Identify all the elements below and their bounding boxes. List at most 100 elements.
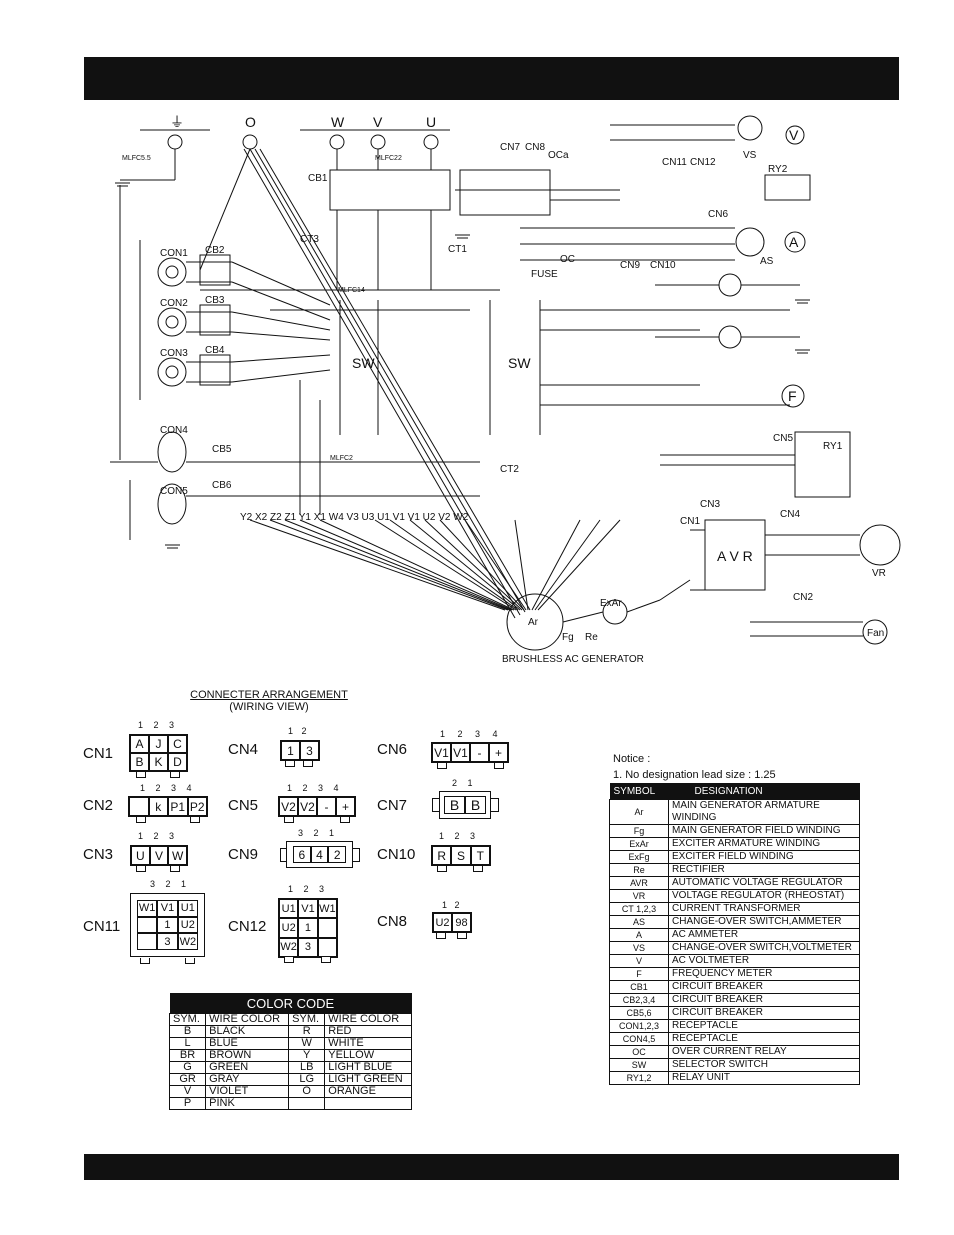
cn12-label: CN12: [690, 157, 716, 168]
color-sym: P: [168, 1097, 207, 1110]
cn12-cell: W1: [317, 899, 337, 919]
oc-label: OCa: [548, 150, 569, 161]
legend-designation: CIRCUIT BREAKER: [668, 1006, 860, 1020]
color-sym: V: [168, 1085, 207, 1098]
mlfc14-label: MLFC14: [338, 287, 365, 294]
legend-symbol: V: [609, 954, 669, 968]
legend-designation: CHANGE-OVER SWITCH,AMMETER: [668, 915, 860, 929]
cn6-cell: V1: [432, 743, 451, 762]
ry2-label: RY2: [768, 164, 788, 175]
fan-label: Fan: [867, 628, 884, 639]
cn11-cell: U1: [177, 900, 198, 917]
sw-left-label: SW: [352, 355, 375, 371]
color-name: GRAY: [205, 1073, 290, 1086]
color-sym: B: [168, 1025, 207, 1038]
cn11-cell: 3: [157, 933, 178, 950]
frequency-meter-label: F: [788, 388, 797, 404]
ct2-label: CT2: [500, 464, 519, 475]
cn4-tab: [303, 761, 313, 767]
cb1-label: CB1: [308, 173, 328, 184]
cn1-cell: C: [168, 735, 187, 753]
color-sym: [288, 1097, 326, 1110]
terminal-u-label: U: [426, 114, 436, 130]
table-row: BR BROWN Y YELLOW: [168, 1049, 412, 1062]
legend-symbol: AVR: [609, 876, 669, 890]
cn12-cell: W2: [279, 937, 299, 957]
cn3-cell: W: [168, 846, 187, 865]
legend-designation: RECTIFIER: [668, 863, 860, 877]
cb6-label: CB6: [212, 480, 232, 491]
cn10-cell: R: [432, 846, 452, 865]
legend-designation: SELECTOR SWITCH: [668, 1058, 860, 1072]
cn2-name: CN2: [83, 797, 114, 814]
legend-symbol: CON4,5: [609, 1032, 669, 1046]
cn10-tab: [437, 866, 447, 872]
color-sym: W: [288, 1037, 326, 1050]
table-row: GR GRAY LG LIGHT GREEN: [168, 1073, 412, 1086]
cn12-cell: 1: [298, 918, 318, 938]
table-row: P PINK: [168, 1097, 412, 1110]
cn10-label: CN10: [650, 260, 676, 271]
legend-designation: CHANGE-OVER SWITCH,VOLTMETER: [668, 941, 860, 955]
cn11-cell: 1: [157, 916, 178, 934]
legend-symbol: RY1,2: [609, 1071, 669, 1085]
exar-label: ExAr: [600, 598, 622, 609]
cn1-cell: K: [149, 753, 168, 771]
terminal-v-label: V: [373, 114, 383, 130]
legend-symbol: CON1,2,3: [609, 1019, 669, 1033]
cn1-connector: A J C B K D: [129, 734, 188, 772]
cn11-name: CN11: [83, 918, 121, 935]
cn1-tab: [136, 772, 146, 778]
connector-subtitle: (WIRING VIEW): [229, 701, 309, 713]
legend-designation: EXCITER FIELD WINDING: [668, 850, 860, 864]
cn5-cell: V2: [298, 797, 317, 816]
cn2-cell: P1: [168, 797, 188, 816]
color-name: BLUE: [205, 1037, 290, 1050]
con1-label: CON1: [160, 248, 188, 259]
cn6-cell: +: [489, 743, 508, 762]
color-name: YELLOW: [324, 1049, 412, 1062]
legend-header-designation: DESIGNATION: [668, 783, 860, 800]
cn3-pins: 1 2 3: [138, 831, 175, 841]
legend-header-symbol: SYMBOL: [609, 783, 669, 800]
cn5-name: CN5: [228, 797, 259, 814]
table-row: V VIOLET O ORANGE: [168, 1085, 412, 1098]
cn9-side-tab: [353, 848, 360, 862]
bottom-wire-labels: Y2 X2 Z2 Z1 Y1 X1 W4 V3 U3 U1 V1 V1 U2 V…: [240, 512, 469, 523]
legend-designation: AC VOLTMETER: [668, 954, 860, 968]
cn11-cell: U2: [177, 916, 198, 934]
dc-label: OC: [560, 254, 575, 265]
color-sym: R: [288, 1025, 326, 1038]
legend-symbol: AS: [609, 915, 669, 929]
color-name: WHITE: [324, 1037, 412, 1050]
cn4-connector: 1 3: [280, 740, 320, 761]
terminal-w-label: W: [331, 114, 345, 130]
cn7-side-tab: [491, 798, 499, 812]
color-sym: BR: [168, 1049, 207, 1062]
cn2-tab: [190, 817, 200, 823]
legend-designation: RECEPTACLE: [668, 1019, 860, 1033]
header-bar: [84, 57, 899, 100]
sw-right-label: SW: [508, 355, 531, 371]
mlfc55-label: MLFC5.5: [122, 155, 151, 162]
color-code-table: COLOR CODE SYM. WIRE COLOR SYM. WIRE COL…: [168, 993, 412, 1110]
notice-block: Notice : 1. No designation lead size : 1…: [613, 751, 776, 783]
cn5-tab: [340, 817, 350, 823]
fg-label: Fg: [562, 632, 574, 643]
legend-designation: MAIN GENERATOR FIELD WINDING: [668, 824, 860, 838]
legend-symbol: Re: [609, 863, 669, 877]
cn1-cell: B: [130, 753, 149, 771]
cb5-label: CB5: [212, 444, 232, 455]
cn2-cell: P2: [187, 797, 207, 816]
cn9-connector: 6 4 2: [286, 841, 353, 868]
color-code-header: WIRE COLOR: [324, 1013, 412, 1026]
avr-label: A V R: [717, 548, 753, 564]
cb2-label: CB2: [205, 245, 225, 256]
